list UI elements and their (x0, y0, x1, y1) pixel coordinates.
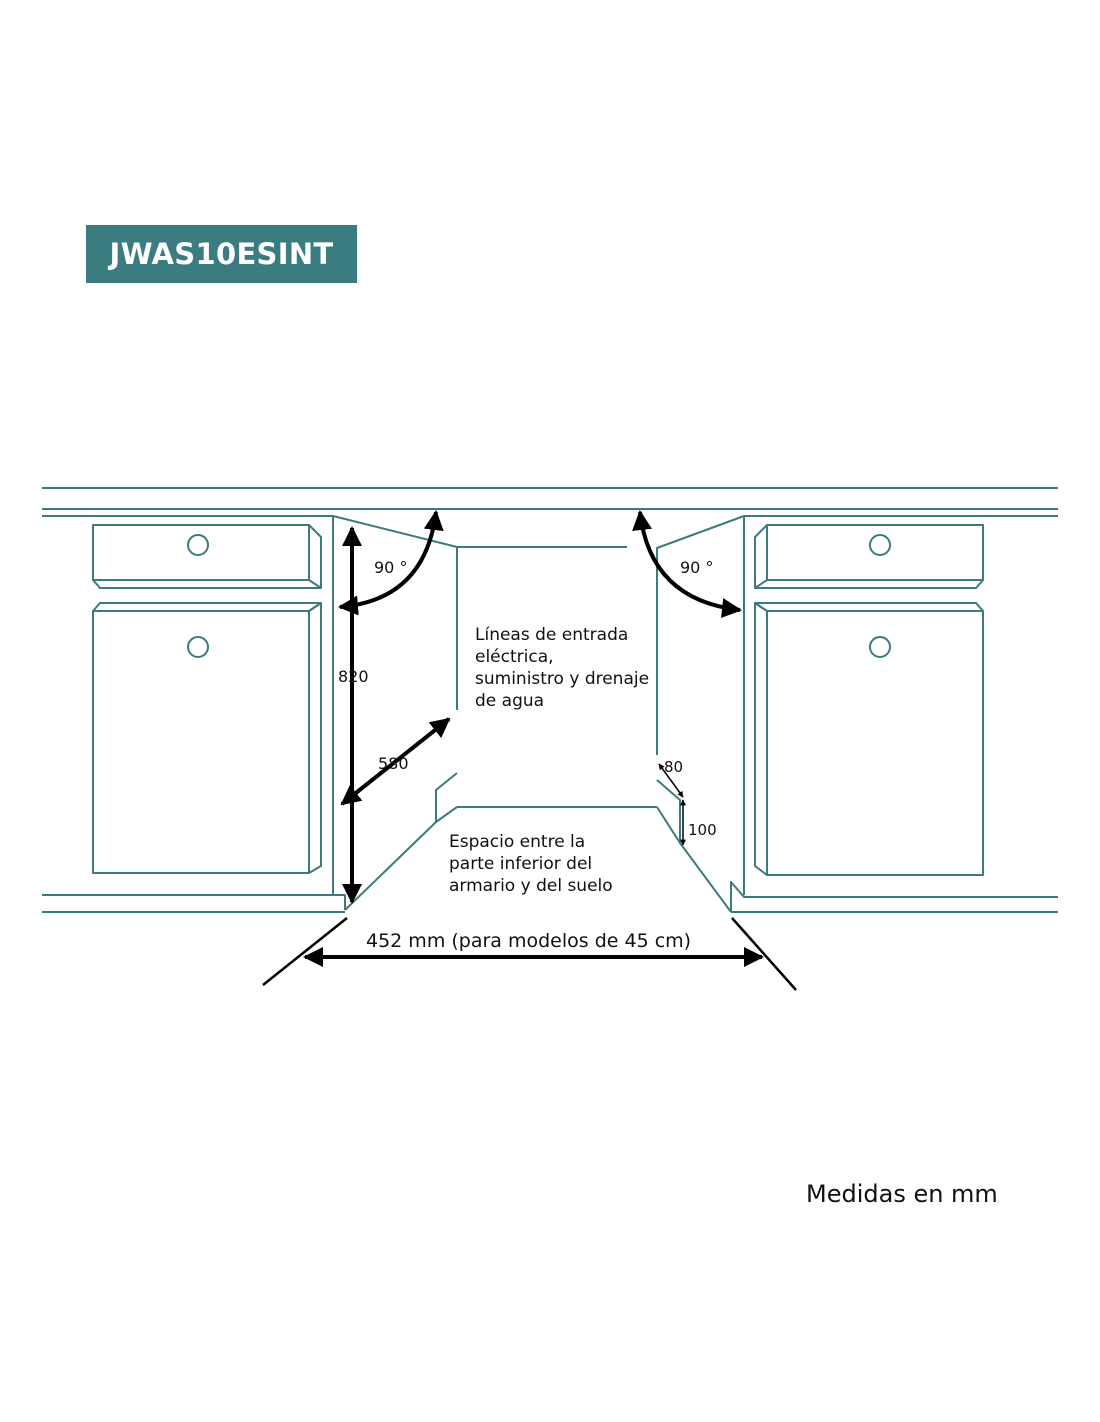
niche-left-floor (435, 806, 458, 823)
width-label: 452 mm (para modelos de 45 cm) (366, 930, 691, 952)
left-drawer-bottom (92, 579, 321, 589)
plinth-depth-arrow (658, 763, 684, 798)
plinth-height-label: 100 (688, 821, 717, 839)
right-door-front (766, 610, 984, 876)
supply-lines-line: Líneas de entrada (475, 625, 628, 645)
supply-lines-note: Líneas de entrada eléctrica, suministro … (475, 625, 654, 711)
angle-label-left: 90 ° (374, 558, 407, 577)
niche-right-floor (656, 806, 681, 844)
angle-arrow-right (632, 510, 742, 618)
model-name: JWAS10ESINT (109, 237, 334, 271)
floor-gap-line: parte inferior del (449, 854, 592, 874)
floor-gap-line: armario y del suelo (449, 876, 613, 896)
supply-lines-line: de agua (475, 691, 544, 711)
right-drawer-knob (869, 534, 891, 556)
right-plinth (730, 881, 1058, 912)
niche-right-plinth (656, 779, 732, 913)
right-door-knob (869, 636, 891, 658)
niche-right-wall (656, 515, 745, 755)
right-drawer-front (766, 524, 984, 581)
left-door-knob (187, 636, 209, 658)
right-door-top (754, 602, 984, 612)
left-drawer-side (308, 524, 322, 589)
angle-arrow-left (338, 510, 444, 616)
left-drawer-front (92, 524, 310, 581)
right-drawer-side (754, 524, 768, 589)
supply-lines-line: eléctrica, (475, 647, 554, 667)
right-door-side (754, 602, 768, 876)
depth-label: 580 (378, 754, 409, 773)
left-drawer-knob (187, 534, 209, 556)
depth-arrow (340, 717, 451, 806)
niche-left-floor (344, 772, 458, 911)
height-label: 820 (338, 667, 369, 686)
units-note: Medidas en mm (806, 1180, 998, 1208)
model-badge: JWAS10ESINT (86, 225, 357, 283)
floor-gap-note: Espacio entre la parte inferior del arma… (449, 832, 613, 896)
supply-lines-line: suministro y drenaje (475, 669, 649, 689)
left-door-front (92, 610, 310, 874)
right-drawer-bottom (755, 579, 984, 589)
angle-label-right: 90 ° (680, 558, 713, 577)
left-door-side (308, 602, 322, 874)
plinth-depth-label: 80 (664, 758, 683, 776)
left-door-top (92, 602, 322, 612)
left-plinth (42, 894, 346, 910)
floor-gap-line: Espacio entre la (449, 832, 585, 852)
width-extension-right (731, 917, 797, 991)
dimension-arrows (262, 510, 797, 991)
width-extension-left (262, 917, 348, 986)
